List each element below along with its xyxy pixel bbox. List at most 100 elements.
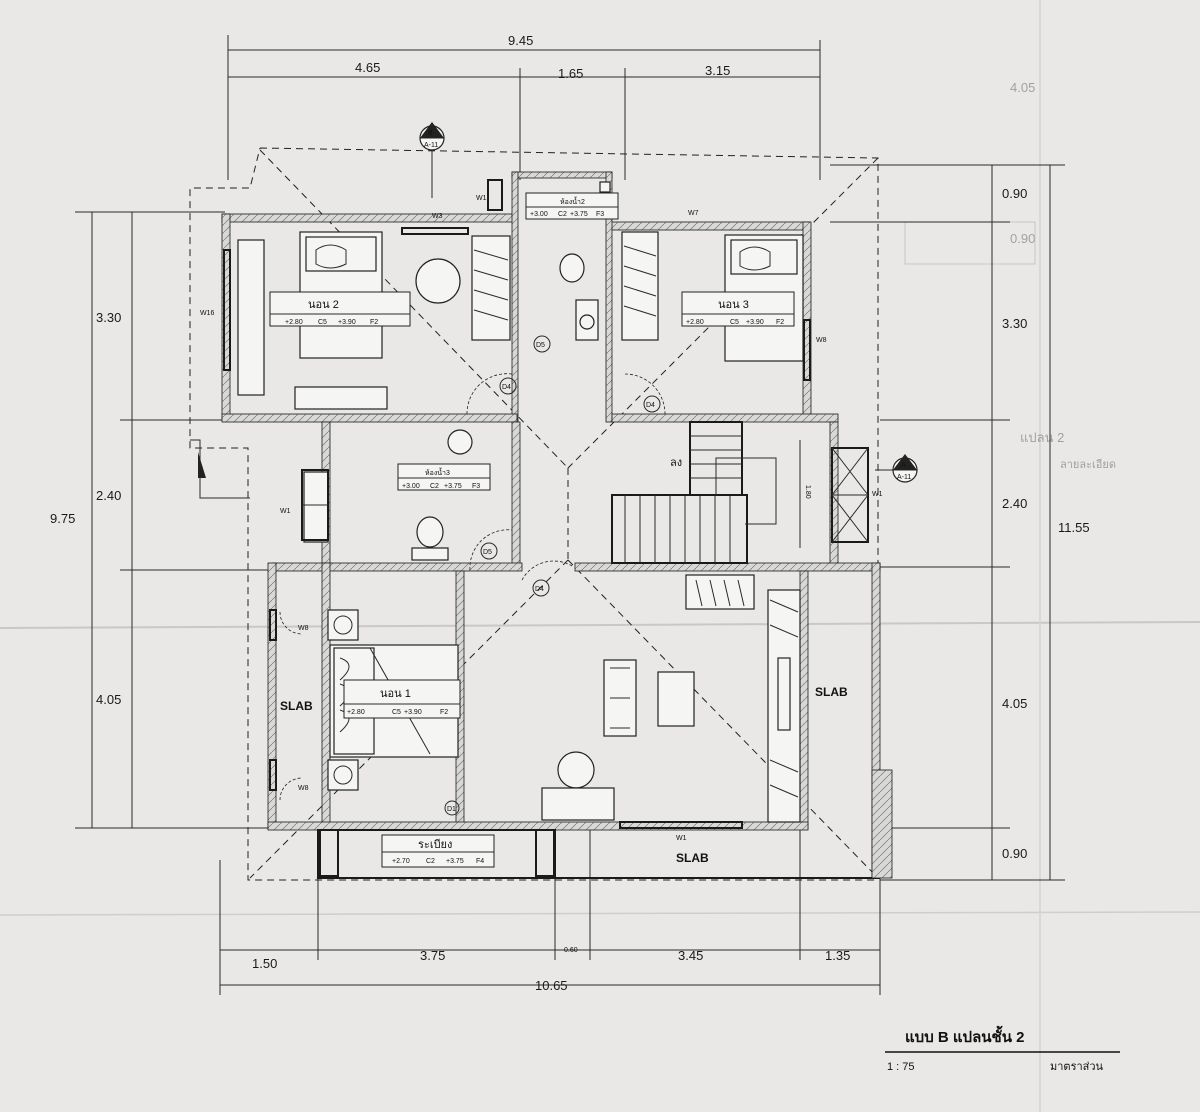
dim-bottom-3: 0.60: [564, 947, 578, 954]
dim-right-4: 4.05: [1002, 696, 1027, 711]
balcony-tag-4: F4: [476, 858, 484, 865]
window-tag-w3: W3: [432, 213, 443, 220]
drawing-scale-label: มาตราส่วน: [1050, 1061, 1104, 1073]
section-cut-mark-left: [190, 439, 250, 499]
top-dimensions: 9.45 4.65 1.65 3.15: [227, 33, 821, 180]
left-dimensions: 9.75 3.30 2.40 4.05: [50, 211, 330, 829]
dim-bottom-1: 1.50: [252, 956, 277, 971]
dim-bottom-5: 1.35: [825, 948, 850, 963]
bedroom3-tag-2: C5: [730, 319, 739, 326]
dim-top-total: 9.45: [508, 33, 533, 48]
bedroom-2: นอน 2 +2.80 C5 +3.90 F2: [237, 231, 513, 415]
section-marker-b: B A-11: [419, 122, 445, 198]
bedroom2-name: นอน 2: [308, 299, 339, 311]
bath3-name: ห้องน้ำ3: [425, 466, 450, 477]
window-tag-w8-top: W8: [298, 625, 309, 632]
bath3-tag-1: +3.00: [402, 483, 420, 490]
door-tag-d1: D1: [447, 806, 456, 813]
section-b-letter: B: [428, 130, 433, 137]
windows: W1 W3 W7 W16 W8 W1 W8 W8 W1 W1: [200, 179, 883, 877]
balcony: ระเบียง +2.70 C2 +3.75 F4: [381, 834, 495, 868]
walls: [221, 171, 893, 879]
bedroom2-tag-2: C5: [318, 319, 327, 326]
section-marker-a: A A-11: [875, 454, 918, 483]
ghost-plan-label: แปลน 2: [1020, 430, 1064, 445]
section-a-ref: A-11: [897, 474, 911, 481]
bathroom-3: ห้องน้ำ3 +3.00 C2 +3.75 F3: [303, 429, 513, 571]
bath2-tag-3: +3.75: [570, 211, 588, 218]
right-dimensions: 11.55 0.90 3.30 2.40 4.05 0.90: [830, 164, 1090, 881]
dim-left-1: 3.30: [96, 310, 121, 325]
window-tag-w1-mid-right: W1: [872, 491, 883, 498]
window-tag-w16: W16: [200, 310, 215, 317]
bedroom-1: นอน 1 +2.80 C5 +3.90 F2: [279, 560, 573, 801]
slab-labels: SLAB SLAB SLAB: [280, 685, 848, 865]
dim-top-3: 3.15: [705, 63, 730, 78]
section-a-letter: A: [901, 462, 906, 469]
bedroom-3: นอน 3 +2.80 C5 +3.90 F2: [621, 231, 804, 415]
dim-bottom-2: 3.75: [420, 948, 445, 963]
title-block: แบบ B แปลนชั้น 2 1 : 75 มาตราส่วน: [885, 1025, 1120, 1073]
bathroom-2: ห้องน้ำ2 +3.00 C2 +3.75 F3: [525, 181, 619, 341]
bath2-tag-1: +3.00: [530, 211, 548, 218]
bedroom1-tag-3: +3.90: [404, 709, 422, 716]
slab-label-left: SLAB: [280, 699, 313, 713]
bedroom3-tag-1: +2.80: [686, 319, 704, 326]
section-b-ref: A-11: [424, 142, 438, 149]
bedroom2-tag-1: +2.80: [285, 319, 303, 326]
window-tag-w1-top: W1: [476, 195, 487, 202]
bath3-tag-3: +3.75: [444, 483, 462, 490]
bath2-tag-2: C2: [558, 211, 567, 218]
door-tag-d4-bed3: D4: [646, 402, 655, 409]
bedroom2-tag-4: F2: [370, 319, 378, 326]
dim-left-3: 4.05: [96, 692, 121, 707]
bedroom3-name: นอน 3: [718, 299, 749, 311]
ghost-text: 4.05 0.90 แปลน 2 ลายละเอียด: [904, 80, 1116, 471]
door-tag-d5-bath2: D5: [536, 342, 545, 349]
dim-top-1: 4.65: [355, 60, 380, 75]
living-area: [541, 574, 801, 823]
stair-down-label: ลง: [670, 457, 682, 469]
door-tags: D5 D4 D4 D5 D4 D1: [444, 335, 661, 816]
dim-right-1: 0.90: [1002, 186, 1027, 201]
ghost-dim-right: 0.90: [1010, 231, 1035, 246]
window-tag-w1-left: W1: [280, 508, 291, 515]
dim-left-total: 9.75: [50, 511, 75, 526]
bath3-tag-4: F3: [472, 483, 480, 490]
dim-top-2: 1.65: [558, 66, 583, 81]
dim-right-total: 11.55: [1058, 520, 1090, 535]
dim-bottom-4: 3.45: [678, 948, 703, 963]
dim-right-2: 3.30: [1002, 316, 1027, 331]
bedroom1-tag-4: F2: [440, 709, 448, 716]
door-tag-d5-bath3: D5: [483, 549, 492, 556]
balcony-tag-2: C2: [426, 858, 435, 865]
bath2-tag-4: F3: [596, 211, 604, 218]
bedroom3-tag-3: +3.90: [746, 319, 764, 326]
door-tag-d4-bed2: D4: [502, 384, 511, 391]
bottom-dimensions: 1.50 3.75 0.60 3.45 1.35 10.65: [219, 830, 881, 995]
window-tag-w1-bottom: W1: [676, 835, 687, 842]
drawing-title: แบบ B แปลนชั้น 2: [905, 1025, 1024, 1046]
door-tag-d4-bed1: D4: [535, 586, 544, 593]
ghost-dim-top: 4.05: [1010, 80, 1035, 95]
bedroom1-tag-1: +2.80: [347, 709, 365, 716]
bedroom1-tag-2: C5: [392, 709, 401, 716]
stair-width-label: 1.80: [804, 485, 811, 499]
bedroom1-name: นอน 1: [380, 688, 411, 700]
slab-label-bottom: SLAB: [676, 851, 709, 865]
bath3-tag-2: C2: [430, 483, 439, 490]
staircase: ลง 1.80: [611, 421, 811, 564]
bedroom3-tag-4: F2: [776, 319, 784, 326]
dim-right-5: 0.90: [1002, 846, 1027, 861]
balcony-name: ระเบียง: [418, 838, 452, 851]
window-tag-w8-right: W8: [816, 337, 827, 344]
window-tag-w7: W7: [688, 210, 699, 217]
bedroom2-tag-3: +3.90: [338, 319, 356, 326]
ghost-detail-label: ลายละเอียด: [1060, 458, 1116, 471]
dim-left-2: 2.40: [96, 488, 121, 503]
bath2-name: ห้องน้ำ2: [560, 195, 585, 206]
slab-label-right: SLAB: [815, 685, 848, 699]
window-tag-w8-bottom: W8: [298, 785, 309, 792]
